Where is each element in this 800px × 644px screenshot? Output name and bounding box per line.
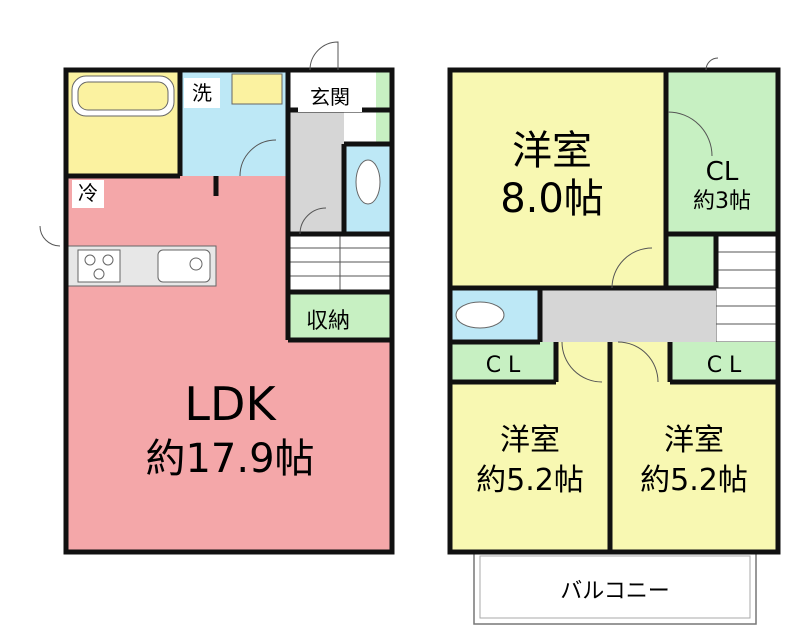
western-main-name: 洋室 (512, 128, 592, 174)
ldk-size-label: 約17.9帖 (145, 436, 314, 482)
closet-large (666, 70, 778, 234)
wash-basin-icon (231, 73, 283, 105)
western-left-name: 洋室 (500, 423, 560, 458)
floor-2 (447, 57, 781, 625)
balcony (473, 551, 757, 625)
walls-2f (447, 67, 781, 555)
western-right-name: 洋室 (664, 423, 724, 458)
toilet-icon-1f (355, 159, 381, 205)
balcony-label: バルコニー (560, 579, 670, 604)
stairs-1f (287, 233, 393, 293)
toilet-icon-2f (455, 301, 505, 329)
doors-2f (561, 57, 719, 383)
stairs-2f (715, 233, 779, 343)
hallway-2f (540, 288, 716, 342)
western-main-size: 8.0帖 (500, 176, 604, 222)
closet-large-size: 約3帖 (693, 189, 751, 214)
shoe-closet (376, 70, 392, 144)
closet-right-label: C L (707, 353, 742, 378)
western-room-8 (450, 70, 666, 288)
western-room-right (610, 382, 778, 552)
closet-small (666, 234, 716, 288)
western-left-size: 約5.2帖 (476, 463, 584, 498)
entrance-hall (288, 110, 344, 234)
western-room-left (450, 382, 610, 552)
western-right-size: 約5.2帖 (640, 463, 748, 498)
fridge-label: 冷 (78, 181, 98, 205)
stove-icon (77, 249, 121, 283)
ldk-name-label: LDK (184, 377, 277, 431)
closet-large-name: CL (706, 157, 739, 187)
washroom-label: 洗 (192, 81, 212, 105)
storage-area (288, 292, 392, 340)
sink-icon (157, 249, 211, 283)
storage-label: 収納 (306, 309, 350, 334)
entrance-label: 玄関 (310, 85, 350, 109)
doors-1f (39, 41, 339, 247)
closet-right (670, 342, 778, 382)
closet-left-label: C L (486, 353, 521, 378)
closet-left (450, 342, 556, 382)
